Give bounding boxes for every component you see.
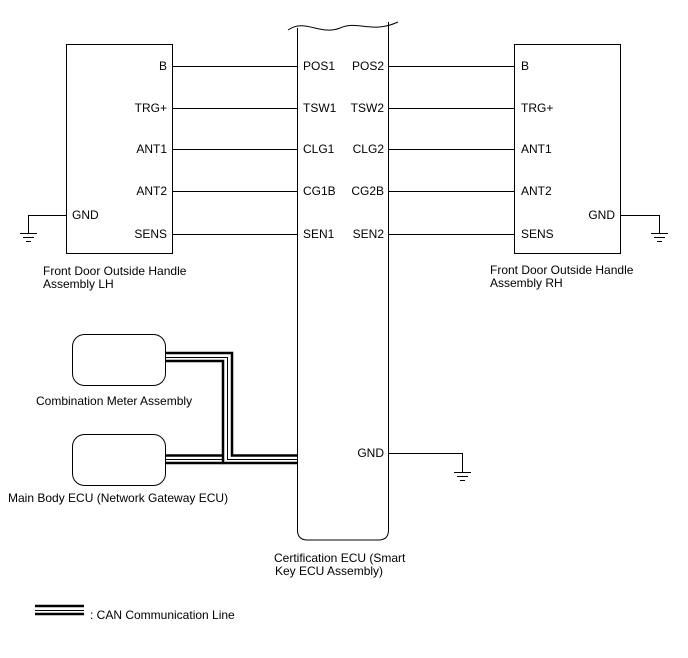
lh-handle-caption: Front Door Outside Handle Assembly LH	[43, 264, 187, 291]
rh-pin-trg: TRG+	[521, 101, 554, 115]
lh-pin-trg: TRG+	[134, 101, 167, 115]
rh-pin-sens: SENS	[521, 227, 554, 241]
lh-pin-ant2: ANT2	[136, 184, 167, 198]
ecu-pin-cg2b: CG2B	[351, 184, 384, 198]
ecu-pin-sen2: SEN2	[352, 227, 384, 241]
can-line-main-body	[166, 454, 223, 465]
lh-pin-ant1: ANT1	[136, 142, 167, 156]
ecu-pin-clg2: CLG2	[352, 142, 384, 156]
rh-pin-b: B	[521, 59, 530, 73]
ecu-caption: Certification ECU (Smart Key ECU Assembl…	[274, 551, 406, 578]
rh-pin-ant1: ANT1	[521, 142, 552, 156]
can-line-meter	[166, 351, 297, 465]
ecu-pin-cg1b: CG1B	[303, 184, 336, 198]
rh-handle-box	[514, 44, 621, 254]
ecu-pin-clg1: CLG1	[303, 142, 335, 156]
ecu-box	[297, 22, 389, 541]
ecu-pin-pos2: POS2	[351, 59, 384, 73]
ecu-pin-tsw2: TSW2	[350, 101, 384, 115]
legend-can-line-symbol	[35, 604, 84, 616]
lh-pin-gnd: GND	[72, 208, 99, 222]
main-body-ecu-box	[72, 434, 166, 486]
rh-pin-gnd: GND	[588, 208, 615, 222]
rh-pin-ant2: ANT2	[521, 184, 552, 198]
ecu-pin-pos1: POS1	[303, 59, 336, 73]
legend-label: : CAN Communication Line	[90, 608, 235, 622]
ecu-break-line	[287, 21, 399, 31]
rh-handle-caption: Front Door Outside Handle Assembly RH	[490, 263, 634, 290]
ecu-pin-gnd: GND	[357, 446, 384, 460]
combination-meter-box	[72, 334, 166, 386]
lh-pin-b: B	[158, 59, 167, 73]
ecu-pin-sen1: SEN1	[303, 227, 335, 241]
ecu-pin-tsw1: TSW1	[303, 101, 337, 115]
lh-pin-sens: SENS	[134, 227, 167, 241]
main-body-ecu-caption: Main Body ECU (Network Gateway ECU)	[8, 491, 229, 505]
combination-meter-caption: Combination Meter Assembly	[36, 394, 193, 408]
lh-handle-box	[66, 44, 173, 254]
